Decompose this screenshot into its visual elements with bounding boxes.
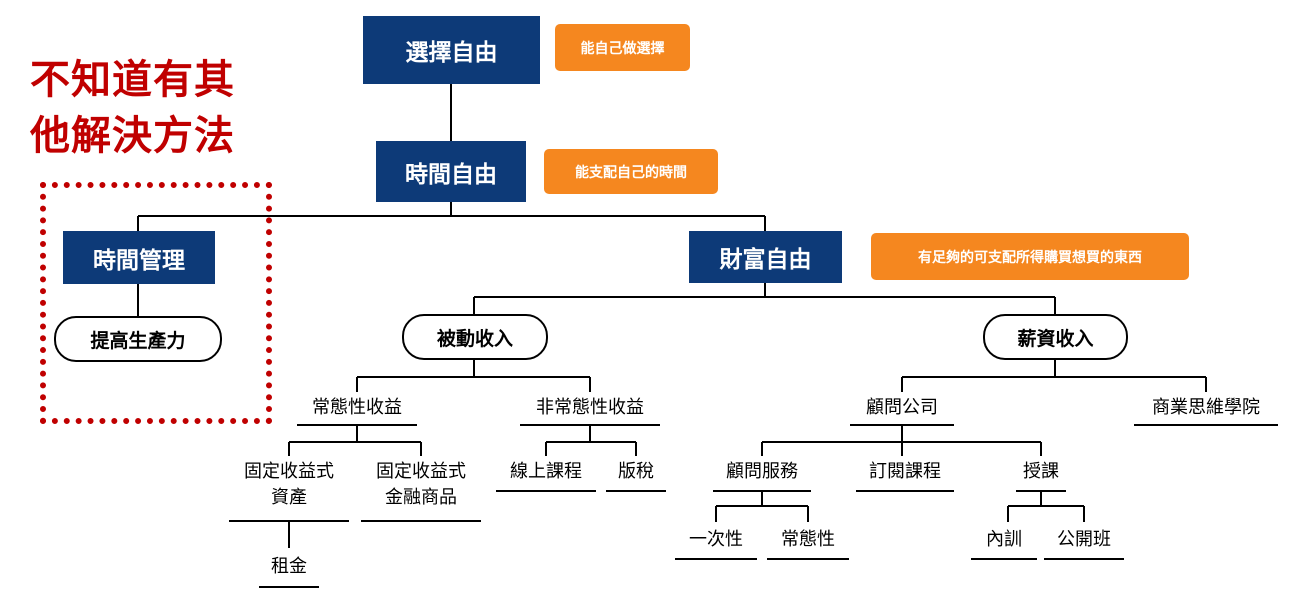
node-wealth-freedom: 財富自由 (689, 231, 842, 283)
node-consulting-services: 顧問服務 (726, 461, 798, 482)
underline (361, 520, 481, 522)
node-recurring-income: 常態性收益 (312, 397, 402, 418)
note-time-freedom: 能支配自己的時間 (544, 149, 718, 194)
node-subscription-courses: 訂閱課程 (869, 461, 941, 482)
underline (850, 424, 954, 426)
note-choice-freedom: 能自己做選擇 (555, 24, 690, 71)
node-non-recurring-income: 非常態性收益 (536, 397, 644, 418)
node-passive-income: 被動收入 (402, 314, 548, 360)
underline (971, 558, 1037, 560)
node-salary-income: 薪資收入 (983, 314, 1128, 360)
node-online-courses: 線上課程 (510, 461, 582, 482)
node-business-school: 商業思維學院 (1152, 397, 1260, 418)
underline (520, 424, 660, 426)
underline (1134, 424, 1278, 426)
node-royalties: 版稅 (618, 461, 654, 482)
node-time-management: 時間管理 (63, 231, 215, 284)
node-fixed-income-assets: 固定收益式 資產 (229, 459, 349, 511)
fixed-income-assets-line2: 資產 (271, 487, 307, 508)
node-improve-productivity: 提高生產力 (54, 316, 222, 362)
node-choice-freedom: 選擇自由 (363, 16, 540, 84)
fixed-income-products-line2: 金融商品 (385, 487, 457, 508)
underline (675, 558, 757, 560)
underline (1016, 490, 1066, 492)
underline (606, 490, 666, 492)
node-rent: 租金 (271, 556, 307, 577)
underline (767, 558, 849, 560)
underline (297, 424, 417, 426)
node-consulting-company: 顧問公司 (866, 397, 938, 418)
fixed-income-products-line1: 固定收益式 (376, 461, 466, 482)
side-note-line1: 不知道有其 (30, 57, 235, 103)
highlight-dotted-box (40, 182, 272, 424)
underline (496, 490, 596, 492)
node-public-class: 公開班 (1057, 529, 1111, 550)
node-time-freedom: 時間自由 (376, 141, 526, 202)
node-fixed-income-products: 固定收益式 金融商品 (361, 459, 481, 511)
node-one-time: 一次性 (689, 529, 743, 550)
node-teaching: 授課 (1023, 461, 1059, 482)
underline (713, 490, 811, 492)
note-wealth-freedom: 有足夠的可支配所得購買想買的東西 (871, 233, 1189, 280)
underline (259, 586, 319, 588)
node-recurring: 常態性 (781, 529, 835, 550)
underline (1044, 558, 1124, 560)
side-note: 不知道有其 他解決方法 (30, 52, 290, 164)
underline (229, 520, 349, 522)
fixed-income-assets-line1: 固定收益式 (244, 461, 334, 482)
node-internal-training: 內訓 (986, 529, 1022, 550)
underline (856, 490, 954, 492)
side-note-line2: 他解決方法 (30, 113, 235, 159)
